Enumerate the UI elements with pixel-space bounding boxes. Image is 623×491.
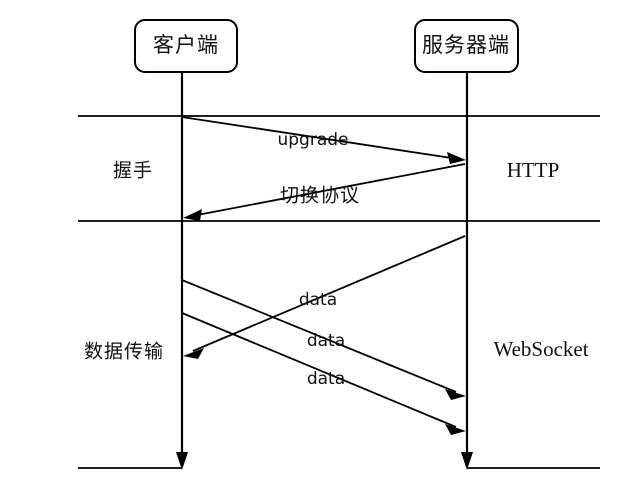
participant-label-client: 客户端 bbox=[153, 33, 219, 57]
participant-box-client[interactable]: 客户端 bbox=[134, 19, 238, 73]
message-data-2-line bbox=[181, 279, 457, 393]
message-switch-protocol-arrow-icon bbox=[183, 209, 202, 221]
message-switch-protocol-line bbox=[191, 163, 466, 217]
phase-dividers bbox=[78, 115, 600, 469]
phase-label-data-transfer: 数据传输 bbox=[84, 340, 164, 362]
message-label-data-2: data bbox=[307, 331, 345, 351]
message-upgrade-arrow-icon bbox=[447, 152, 466, 164]
message-data-3-arrow-icon bbox=[445, 424, 466, 435]
lifeline-client-end-arrow-icon bbox=[176, 452, 188, 470]
message-data-1-arrow-icon bbox=[183, 348, 204, 359]
participant-box-server-shape bbox=[414, 19, 519, 73]
participant-box-server[interactable]: 服务器端 bbox=[414, 19, 519, 73]
lifeline-server-end-arrow-icon bbox=[461, 452, 473, 470]
message-label-data-1: data bbox=[299, 290, 337, 310]
message-data-3[interactable]: data bbox=[181, 312, 466, 435]
message-data-3-line bbox=[181, 312, 457, 428]
message-label-data-3: data bbox=[307, 369, 345, 389]
message-upgrade-line bbox=[181, 116, 459, 160]
message-data-2-arrow-icon bbox=[445, 389, 466, 400]
message-data-2[interactable]: data bbox=[181, 279, 466, 400]
protocol-label-websocket: WebSocket bbox=[493, 337, 588, 361]
message-data-1-line bbox=[192, 235, 466, 352]
participant-box-client-shape bbox=[134, 19, 238, 73]
message-label-upgrade: upgrade bbox=[277, 130, 348, 150]
message-label-switch-protocol: 切换协议 bbox=[280, 184, 360, 206]
lifeline-client bbox=[176, 72, 188, 470]
phase-label-handshake: 握手 bbox=[113, 159, 153, 181]
participant-label-server: 服务器端 bbox=[422, 33, 510, 57]
message-switch-protocol[interactable]: 切换协议 bbox=[183, 163, 466, 221]
message-data-1[interactable]: data bbox=[183, 235, 466, 359]
message-upgrade[interactable]: upgrade bbox=[181, 116, 466, 164]
protocol-label-http: HTTP bbox=[507, 158, 560, 182]
lifeline-server bbox=[461, 72, 473, 470]
